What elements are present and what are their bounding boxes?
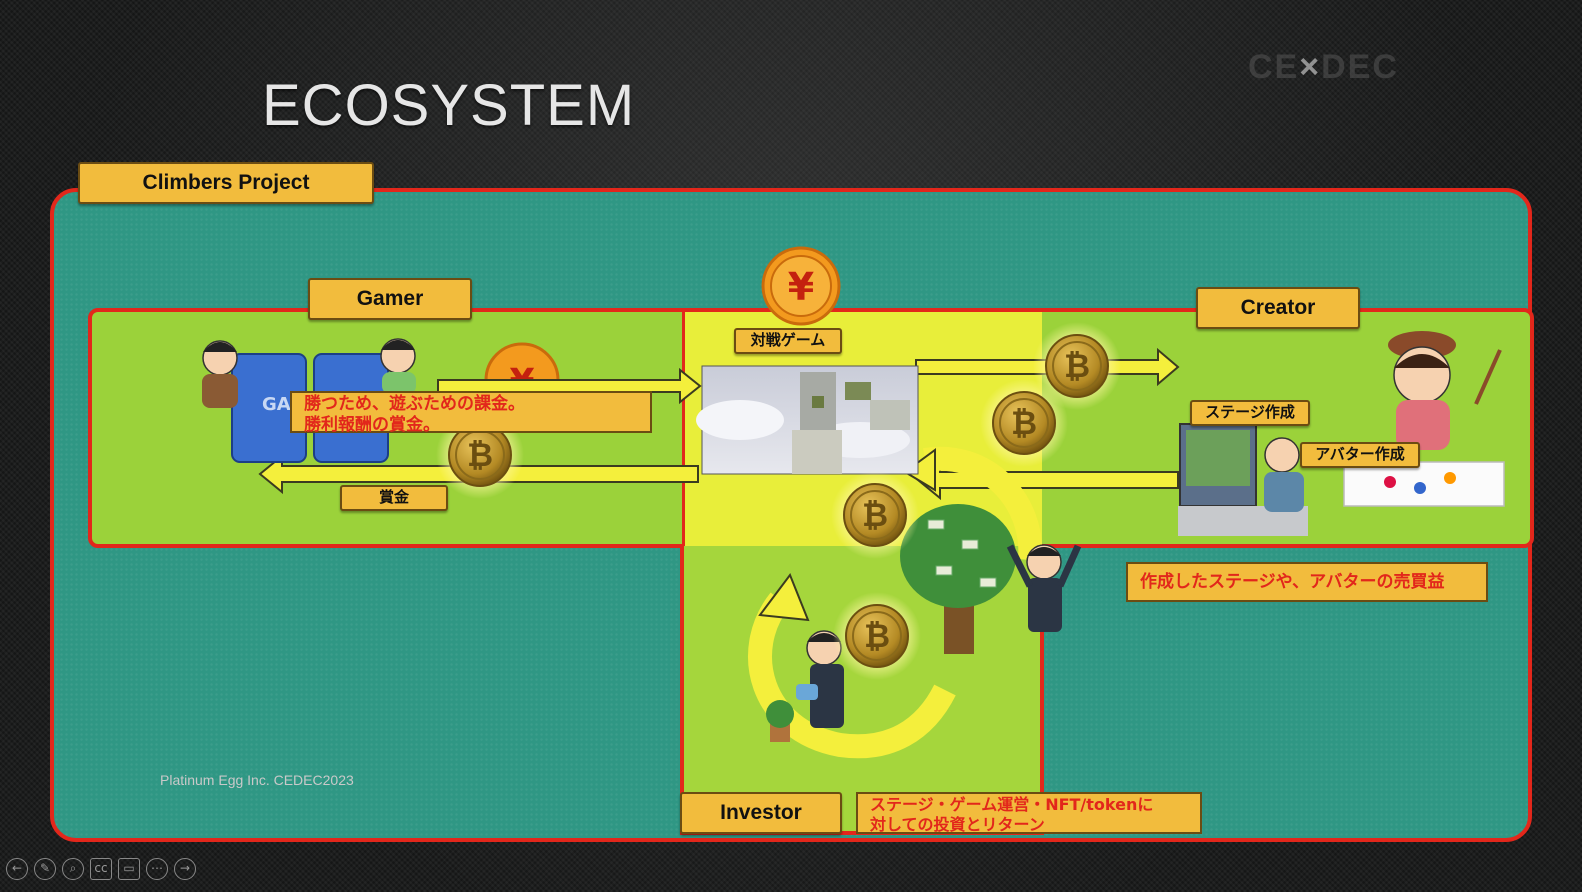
yen-coin-icon: ¥ (761, 246, 841, 326)
gamer-label: Gamer (308, 278, 472, 320)
captions-icon[interactable]: cc (90, 858, 112, 880)
climbers-project-label: Climbers Project (78, 162, 374, 204)
investor-jumping-icon (1006, 544, 1082, 632)
investment-cycle-arrows (748, 446, 1043, 759)
logo-x: × (1299, 48, 1322, 86)
more-options-icon[interactable]: ⋯ (146, 858, 168, 880)
investor-watering-icon (766, 630, 844, 742)
creator-note: 作成したステージや、アバターの売買益 (1126, 562, 1488, 602)
battle-game-screenshot (696, 365, 919, 475)
logo-text-left: CE (1248, 48, 1300, 86)
slide-credit: Platinum Egg Inc. CEDEC2023 (160, 772, 354, 788)
gamer-person-right (380, 338, 416, 394)
slide-title: ECOSYSTEM (262, 73, 636, 138)
bitcoin-coin-icon (979, 378, 1069, 468)
zoom-icon[interactable]: ⌕ (62, 858, 84, 880)
cedec-logo: CE×DEC (1248, 48, 1399, 87)
next-slide-icon[interactable]: → (174, 858, 196, 880)
gamer-note: 勝つため、遊ぶための課金。 勝利報酬の賞金。 (290, 391, 652, 435)
pen-icon[interactable]: ✎ (34, 858, 56, 880)
prev-slide-icon[interactable]: ← (6, 858, 28, 880)
creator-computer-icon (1178, 423, 1308, 536)
bitcoin-coin-icon (832, 591, 922, 681)
logo-text-right: DEC (1321, 48, 1399, 86)
gamer-person-left (202, 340, 238, 408)
avatar-creation-label: アバター作成 (1300, 442, 1420, 468)
prize-label: 賞金 (340, 485, 448, 511)
money-tree-icon (900, 504, 1016, 654)
svg-text:¥: ¥ (788, 265, 814, 309)
investor-label: Investor (680, 792, 842, 834)
presentation-toolbar: ← ✎ ⌕ cc ▭ ⋯ → (6, 858, 196, 882)
battle-game-label: 対戦ゲーム (734, 328, 842, 354)
stage-creation-label: ステージ作成 (1190, 400, 1310, 426)
bitcoin-coin-icon (830, 470, 920, 560)
investor-note: ステージ・ゲーム運営・NFT/tokenに 対しての投資とリターン (856, 792, 1202, 834)
camera-icon[interactable]: ▭ (118, 858, 140, 880)
artist-creator-icon (1343, 331, 1505, 507)
creator-label: Creator (1196, 287, 1360, 329)
